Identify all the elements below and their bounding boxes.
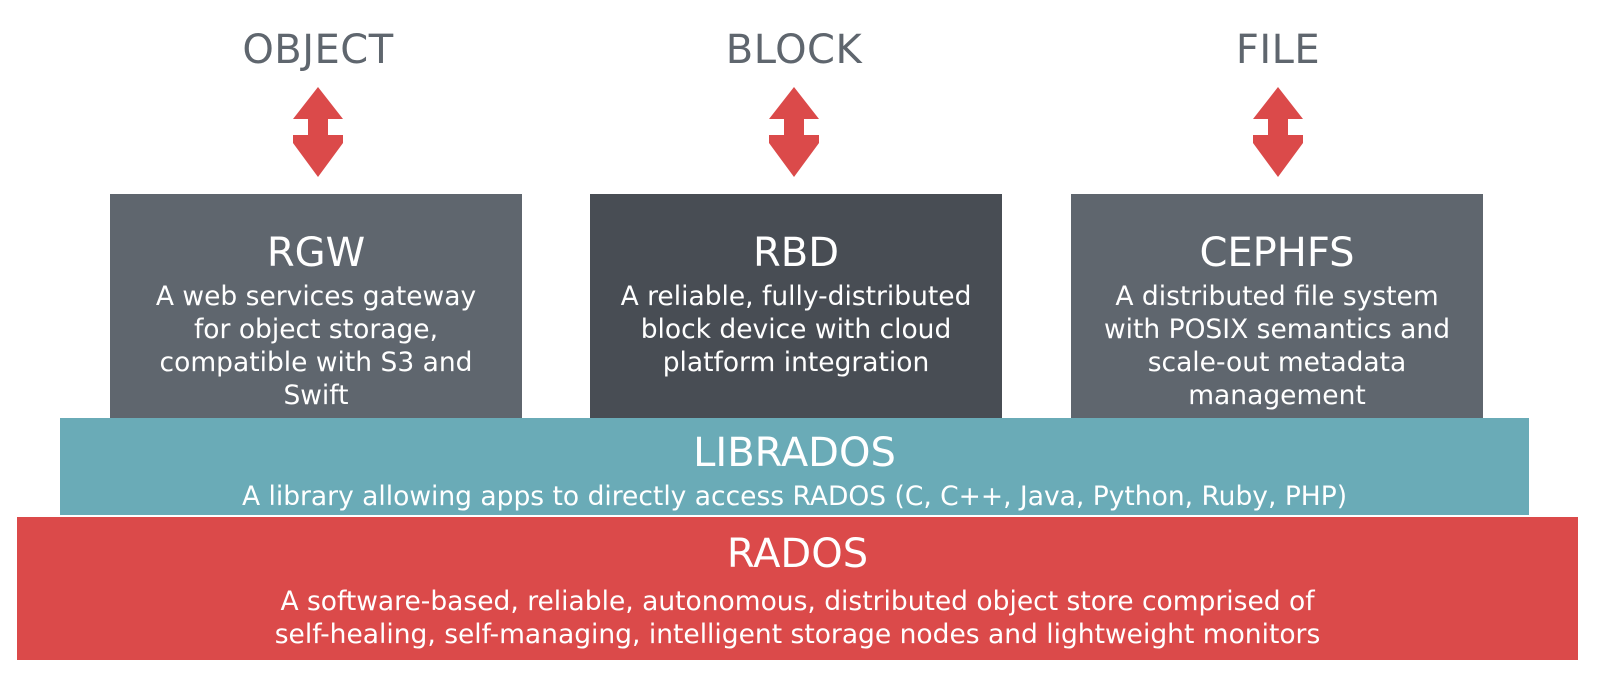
component-description: A reliable, fully-distributed block devi… [590, 280, 1002, 379]
component-box-rbd: RBD A reliable, fully-distributed block … [590, 194, 1002, 418]
description-line: for object storage, [193, 314, 439, 345]
description-line: A reliable, fully-distributed [620, 281, 972, 312]
component-title: RBD [752, 230, 840, 276]
description-line: scale-out metadata [1147, 347, 1407, 378]
librados-title: LIBRADOS [693, 430, 896, 476]
librados-layer: LIBRADOS A library allowing apps to dire… [60, 418, 1529, 515]
description-line: Swift [283, 380, 349, 411]
interface-label-block: BLOCK [725, 27, 863, 73]
description-line: compatible with S3 and [159, 347, 473, 378]
description-line: A web services gateway [155, 281, 477, 312]
librados-description: A library allowing apps to directly acce… [241, 481, 1348, 512]
double-headed-arrow-icon [1253, 87, 1303, 177]
interface-label-file: FILE [1235, 27, 1321, 73]
description-line: management [1188, 380, 1366, 411]
description-line: platform integration [662, 347, 930, 378]
component-box-cephfs: CEPHFS A distributed file system with PO… [1071, 194, 1483, 418]
description-line: A distributed file system [1115, 281, 1439, 312]
component-title: RGW [266, 230, 366, 276]
rados-layer: RADOS A software-based, reliable, autono… [17, 517, 1578, 660]
description-line: self-healing, self-managing, intelligent… [274, 619, 1321, 650]
description-line: with POSIX semantics and [1103, 314, 1451, 345]
component-description: A distributed file system with POSIX sem… [1071, 280, 1483, 412]
description-line: A software-based, reliable, autonomous, … [280, 586, 1315, 617]
component-box-rgw: RGW A web services gateway for object st… [110, 194, 522, 418]
component-title: CEPHFS [1199, 230, 1355, 276]
rados-title: RADOS [726, 531, 869, 577]
description-line: block device with cloud [640, 314, 952, 345]
interface-label-object: OBJECT [242, 27, 394, 73]
component-description: A web services gateway for object storag… [110, 280, 522, 412]
rados-description: A software-based, reliable, autonomous, … [17, 585, 1578, 651]
double-headed-arrow-icon [769, 87, 819, 177]
double-headed-arrow-icon [293, 87, 343, 177]
